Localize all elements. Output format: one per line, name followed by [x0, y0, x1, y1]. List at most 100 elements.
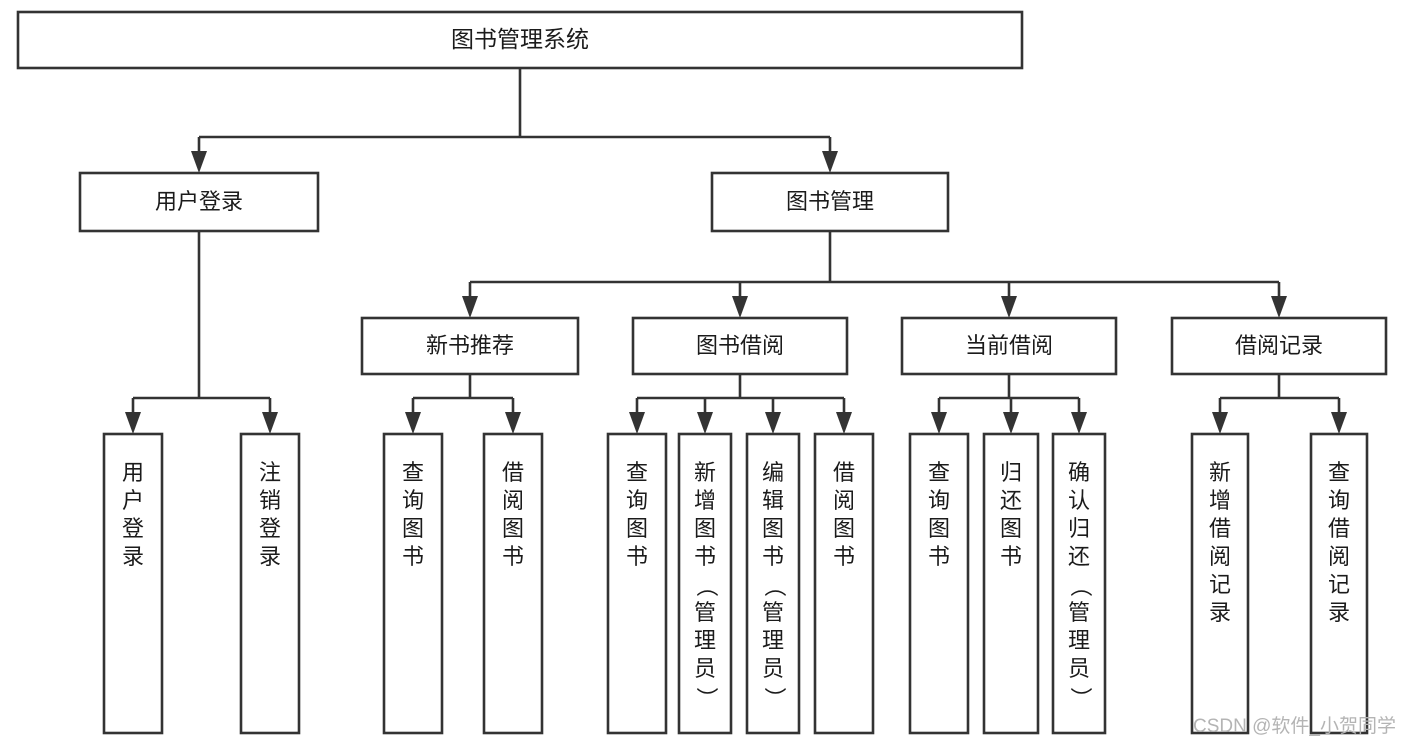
leaf-box[interactable] — [606, 432, 668, 735]
leaf-box[interactable] — [102, 432, 164, 735]
leaf-label-char: ） — [1068, 687, 1093, 709]
leaf-label-char: 书 — [833, 544, 855, 569]
node-label: 用户登录 — [155, 189, 243, 214]
leaf-label-char: 询 — [928, 488, 950, 513]
arrow-head-icon — [405, 412, 421, 434]
arrow-head-icon — [1001, 296, 1017, 318]
leaf-box[interactable] — [813, 432, 875, 735]
leaf-label-char: ） — [694, 687, 719, 709]
node-book_manage[interactable]: 图书管理 — [710, 171, 950, 233]
node-box[interactable] — [1170, 316, 1388, 376]
node-box[interactable] — [16, 10, 1024, 70]
arrow-head-icon — [505, 412, 521, 434]
leaf-label-char: 询 — [626, 488, 648, 513]
leaf-label-char: 图 — [502, 516, 524, 541]
leaf-label-char: 辑 — [762, 488, 784, 513]
leaf-label-char: 户 — [122, 488, 144, 513]
connector-group — [191, 68, 838, 173]
connector-group — [125, 231, 278, 434]
node-label: 图书借阅 — [696, 333, 784, 358]
node-box[interactable] — [78, 171, 320, 233]
leaf-box[interactable] — [1051, 432, 1107, 735]
leaf-box[interactable] — [1190, 432, 1250, 735]
leaf-label-char: 理 — [694, 628, 716, 653]
arrow-head-icon — [462, 296, 478, 318]
leaf-label-char: 图 — [928, 516, 950, 541]
node-box[interactable] — [360, 316, 580, 376]
leaf-label-char: 员 — [762, 656, 784, 681]
leaf-box[interactable] — [239, 432, 301, 735]
node-label: 新书推荐 — [426, 333, 514, 358]
node-box[interactable] — [900, 316, 1118, 376]
arrow-head-icon — [732, 296, 748, 318]
leaf-label-char: 录 — [1328, 600, 1350, 625]
leaf-label-char: 阅 — [833, 488, 855, 513]
leaf-user-login[interactable]: 用户登录 — [102, 432, 164, 735]
leaf-label-char: 新 — [694, 460, 716, 485]
node-current_borrow[interactable]: 当前借阅 — [900, 316, 1118, 376]
node-box[interactable] — [710, 171, 950, 233]
leaf-label-char: 新 — [1209, 460, 1231, 485]
node-root[interactable]: 图书管理系统 — [16, 10, 1024, 70]
leaf-box[interactable] — [677, 432, 733, 735]
arrow-head-icon — [765, 412, 781, 434]
connector-group — [1212, 374, 1347, 434]
connector-group — [629, 374, 852, 434]
leaf-label-char: 查 — [626, 460, 648, 485]
leaf-label-char: 确 — [1068, 460, 1090, 485]
leaf-label-char: 增 — [1209, 488, 1231, 513]
leaf-label-char: 图 — [762, 516, 784, 541]
node-box[interactable] — [631, 316, 849, 376]
leaf-box[interactable] — [482, 432, 544, 735]
node-label: 当前借阅 — [965, 333, 1053, 358]
leaf-label-char: 注 — [259, 460, 281, 485]
leaf-label-char: 管 — [762, 600, 784, 625]
node-book_borrow[interactable]: 图书借阅 — [631, 316, 849, 376]
leaf-label-char: 管 — [1068, 600, 1090, 625]
arrow-head-icon — [697, 412, 713, 434]
leaf-label-char: 图 — [1000, 516, 1022, 541]
leaf-label-char: 登 — [122, 516, 144, 541]
leaf-label-char: 录 — [122, 544, 144, 569]
node-borrow_record[interactable]: 借阅记录 — [1170, 316, 1388, 376]
leaf-label-char: 增 — [694, 488, 716, 513]
leaf-box[interactable] — [908, 432, 970, 735]
leaf-box[interactable] — [1309, 432, 1369, 735]
arrow-head-icon — [1071, 412, 1087, 434]
connector-layer — [125, 68, 1347, 434]
leaf-box[interactable] — [982, 432, 1040, 735]
leaf-label-char: 还 — [1068, 544, 1090, 569]
leaf-label-char: 书 — [762, 544, 784, 569]
leaf-label-char: 查 — [928, 460, 950, 485]
leaf-label-char: 阅 — [502, 488, 524, 513]
arrow-head-icon — [191, 151, 207, 173]
leaf-label-char: 借 — [1209, 516, 1231, 541]
leaf-box[interactable] — [382, 432, 444, 735]
leaf-label-char: 查 — [402, 460, 424, 485]
leaf-label-char: 记 — [1209, 572, 1231, 597]
connector-group — [462, 231, 1287, 318]
connector-group — [405, 374, 521, 434]
arrow-head-icon — [629, 412, 645, 434]
leaf-box[interactable] — [745, 432, 801, 735]
arrow-head-icon — [836, 412, 852, 434]
node-new_book_rec[interactable]: 新书推荐 — [360, 316, 580, 376]
leaf-label-char: 书 — [1000, 544, 1022, 569]
node-label: 借阅记录 — [1235, 333, 1323, 358]
node-user_login[interactable]: 用户登录 — [78, 171, 320, 233]
